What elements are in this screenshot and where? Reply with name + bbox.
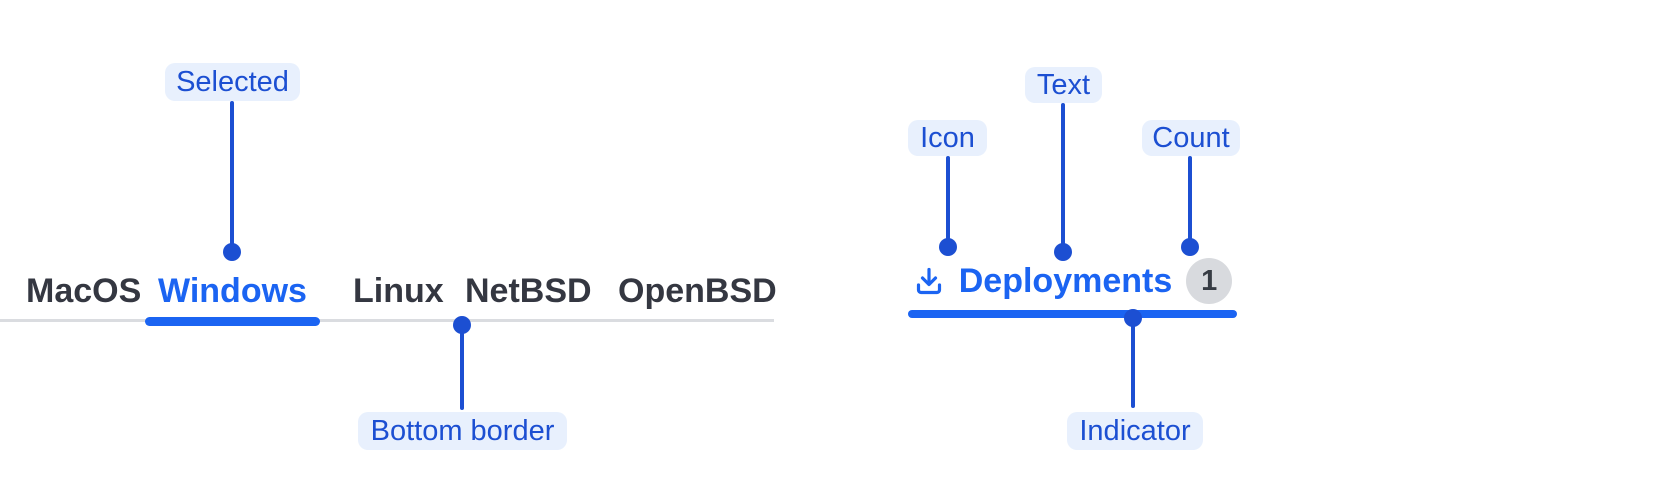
annotation-selected: Selected [165, 63, 300, 101]
connector-dot-icon [939, 238, 957, 256]
annotation-text: Text [1025, 67, 1102, 103]
connector-dot-bottom-border [453, 316, 471, 334]
connector-line-selected [230, 101, 234, 247]
connector-line-icon [946, 156, 950, 240]
download-icon [916, 267, 941, 295]
connector-line-indicator [1131, 322, 1135, 408]
tab-bar-bottom-border [0, 319, 774, 322]
connector-line-text [1061, 103, 1065, 245]
selected-tab-underline [145, 317, 320, 326]
tab-macos[interactable]: MacOS [26, 272, 142, 310]
connector-dot-text [1054, 243, 1072, 261]
count-badge: 1 [1186, 258, 1233, 304]
annotation-bottom-border: Bottom border [358, 412, 567, 450]
connector-dot-indicator [1124, 309, 1142, 327]
annotation-count: Count [1142, 120, 1240, 156]
connector-line-bottom-border [460, 330, 464, 410]
selection-indicator [908, 310, 1237, 318]
annotation-indicator: Indicator [1067, 412, 1203, 450]
annotation-icon: Icon [908, 120, 987, 156]
connector-line-count [1188, 156, 1192, 240]
tab-deployments[interactable]: Deployments 1 [908, 256, 1237, 306]
tab-linux[interactable]: Linux [353, 272, 444, 310]
tab-netbsd[interactable]: NetBSD [465, 272, 592, 310]
tab-deployments-label: Deployments [958, 261, 1173, 300]
connector-dot-count [1181, 238, 1199, 256]
tab-openbsd[interactable]: OpenBSD [618, 272, 777, 310]
tab-windows[interactable]: Windows [158, 272, 307, 310]
connector-dot-selected [223, 243, 241, 261]
